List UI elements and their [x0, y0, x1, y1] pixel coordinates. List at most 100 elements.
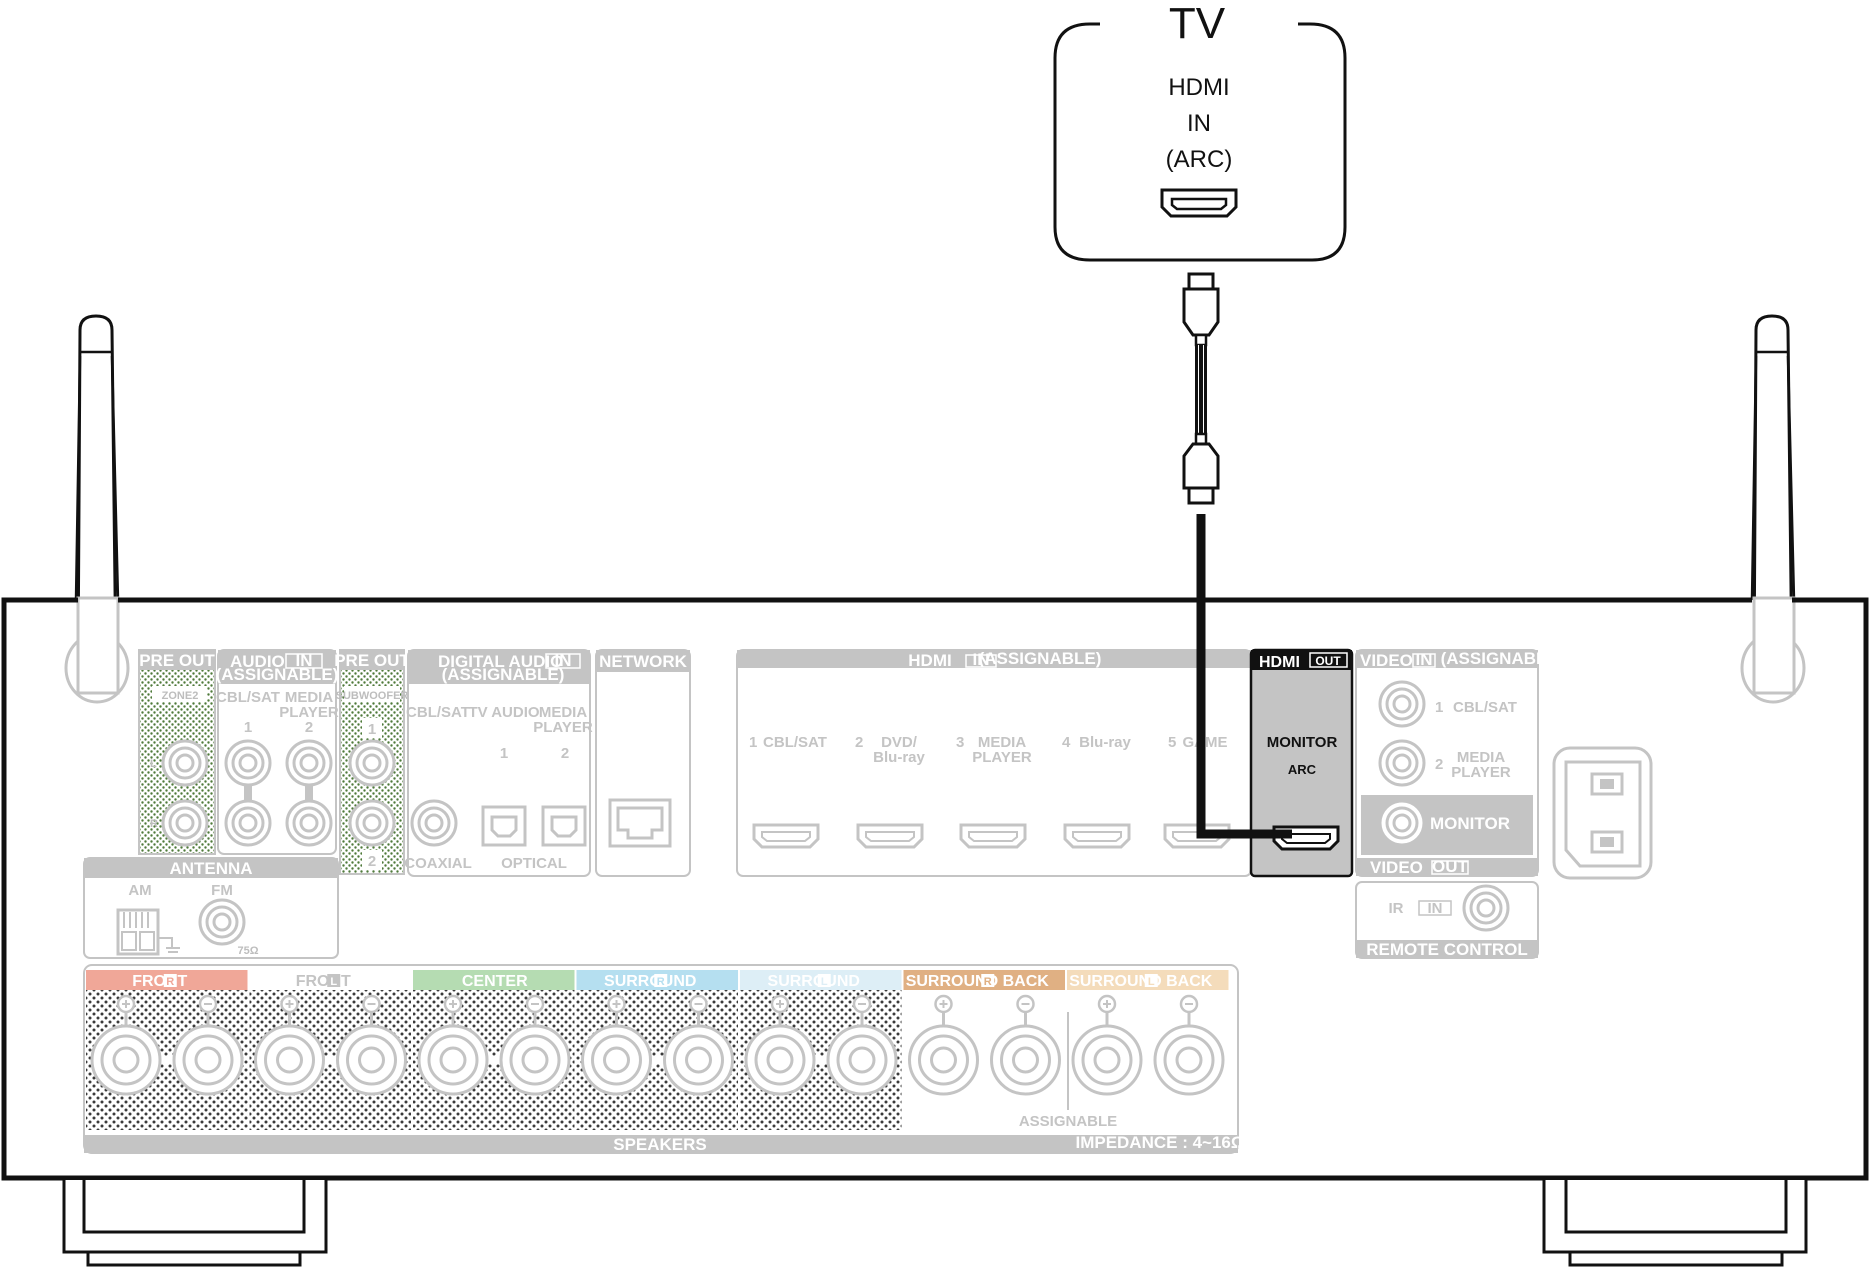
- binding-post[interactable]: [417, 1024, 489, 1096]
- fm-label: FM: [211, 882, 233, 899]
- video-in-2-label2: PLAYER: [1451, 764, 1511, 781]
- pre-out-zone2-title: PRE OUT: [139, 651, 215, 670]
- binding-post[interactable]: [336, 1024, 407, 1096]
- am-antenna-terminal[interactable]: [116, 908, 180, 956]
- digital-audio-sub: (ASSIGNABLE): [442, 665, 565, 684]
- speaker-tag: L: [1148, 976, 1155, 988]
- audio-in-1r-jack[interactable]: [224, 799, 272, 847]
- binding-post[interactable]: [826, 1024, 898, 1096]
- hdmi-in-3-port[interactable]: [959, 823, 1027, 849]
- zone2-l-label: L: [150, 758, 157, 770]
- video-in-section: VIDEO IN (ASSIGNABLE) 1 CBL/SAT 2 MEDIA …: [1355, 649, 1564, 877]
- speaker-tag-box: [327, 974, 341, 987]
- speaker-tag-box: [654, 974, 668, 987]
- speaker-terminal[interactable]: [417, 994, 519, 1096]
- ethernet-port[interactable]: [608, 798, 672, 848]
- antenna-title: ANTENNA: [169, 859, 252, 878]
- speaker-terminal[interactable]: [1071, 994, 1173, 1096]
- binding-post[interactable]: [499, 1024, 571, 1096]
- video-in-1-jack[interactable]: [1378, 680, 1426, 728]
- subwoofer-1-jack[interactable]: [348, 739, 396, 787]
- speaker-group-2: CENTER: [413, 970, 575, 1130]
- hdmi-in-tag: IN: [973, 650, 990, 669]
- binding-post[interactable]: [581, 1024, 652, 1096]
- speaker-terminal[interactable]: [908, 994, 1010, 1096]
- speaker-tag-box: [817, 974, 831, 987]
- video-in-title: VIDEO: [1360, 651, 1413, 670]
- audio-in-1l-jack[interactable]: [224, 739, 272, 787]
- video-in-2-jack[interactable]: [1378, 739, 1426, 787]
- power-inlet[interactable]: [1552, 746, 1653, 880]
- hdmi-in-4-label: Blu-ray: [1079, 734, 1131, 751]
- hdmi-plug-bottom: [1182, 432, 1220, 505]
- audio-in-section: AUDIO IN (ASSIGNABLE) CBL/SAT MEDIA PLAY…: [216, 649, 339, 855]
- tv-hdmi-port[interactable]: [1160, 188, 1238, 218]
- video-in-1-label: CBL/SAT: [1453, 699, 1517, 716]
- hdmi-in-3-label1: MEDIA: [978, 734, 1027, 751]
- digital-audio-c3a: MEDIA: [539, 704, 588, 721]
- subwoofer-2-jack[interactable]: [348, 799, 396, 847]
- tv-port-label-1: HDMI: [1168, 74, 1229, 101]
- speaker-group-label: CENTER: [462, 973, 528, 990]
- hdmi-in-1-port[interactable]: [752, 823, 820, 849]
- speaker-group-label: FRONT: [132, 973, 187, 990]
- speaker-tag: R: [166, 976, 174, 988]
- speaker-terminal[interactable]: [172, 994, 244, 1096]
- speaker-terminal[interactable]: [254, 994, 356, 1096]
- video-out-monitor-jack[interactable]: [1378, 799, 1426, 847]
- zone2-r-jack[interactable]: [161, 799, 209, 847]
- fm-antenna-jack[interactable]: [198, 898, 246, 946]
- binding-post[interactable]: [744, 1024, 816, 1096]
- pre-out-sub-sub: SUBWOOFER: [336, 690, 409, 702]
- network-title: NETWORK: [599, 652, 688, 671]
- audio-in-2l-jack[interactable]: [285, 739, 333, 787]
- video-in-sub: (ASSIGNABLE): [1441, 649, 1564, 668]
- binding-post[interactable]: [663, 1024, 734, 1096]
- antenna-right: [1740, 314, 1806, 704]
- audio-in-2r-jack[interactable]: [285, 799, 333, 847]
- ir-in-jack[interactable]: [1462, 884, 1510, 932]
- binding-post[interactable]: [990, 1024, 1061, 1096]
- video-in-2-label1: MEDIA: [1457, 749, 1506, 766]
- video-in-1-num: 1: [1435, 699, 1443, 716]
- speaker-terminal[interactable]: [663, 994, 734, 1096]
- speaker-terminal[interactable]: [90, 994, 192, 1096]
- speaker-terminal[interactable]: [336, 994, 407, 1096]
- speaker-terminal[interactable]: [826, 994, 898, 1096]
- binding-post[interactable]: [1153, 1024, 1225, 1096]
- digital-audio-section: DIGITAL AUDIO IN (ASSIGNABLE) CBL/SAT TV…: [404, 649, 593, 877]
- speaker-header: [413, 970, 575, 990]
- hdmi-in-title: HDMI: [908, 651, 951, 670]
- coaxial-jack[interactable]: [410, 799, 458, 847]
- optical-1-jack[interactable]: [481, 805, 527, 847]
- audio-in-title: AUDIO: [230, 652, 285, 671]
- zone2-l-jack[interactable]: [161, 739, 209, 787]
- audio-in-col1: CBL/SAT: [216, 689, 280, 706]
- speaker-terminal[interactable]: [744, 994, 846, 1096]
- digital-audio-tag: IN: [555, 651, 572, 670]
- audio-in-n1: 1: [244, 719, 252, 736]
- hdmi-cable-route: [1196, 514, 1292, 839]
- binding-post[interactable]: [254, 1024, 325, 1096]
- binding-post[interactable]: [1071, 1024, 1143, 1096]
- optical-2-jack[interactable]: [541, 805, 587, 847]
- speaker-terminal[interactable]: [499, 994, 571, 1096]
- binding-post[interactable]: [908, 1024, 979, 1096]
- hdmi-out-arc-label: ARC: [1288, 762, 1317, 777]
- hdmi-in-4-num: 4: [1062, 734, 1071, 751]
- binding-post[interactable]: [90, 1024, 162, 1096]
- digital-audio-title: DIGITAL AUDIO: [438, 652, 563, 671]
- binding-post[interactable]: [172, 1024, 244, 1096]
- hdmi-in-2-port[interactable]: [856, 823, 924, 849]
- receiver-body: [1, 597, 1869, 1267]
- digital-audio-n2: 2: [561, 745, 569, 762]
- hdmi-in-2-num: 2: [855, 734, 863, 751]
- speaker-terminal[interactable]: [581, 994, 683, 1096]
- speaker-terminal[interactable]: [1153, 994, 1225, 1096]
- hdmi-out-section: HDMI OUT MONITOR ARC: [1249, 648, 1354, 878]
- hdmi-in-4-port[interactable]: [1063, 823, 1131, 849]
- speaker-terminal[interactable]: [990, 994, 1061, 1096]
